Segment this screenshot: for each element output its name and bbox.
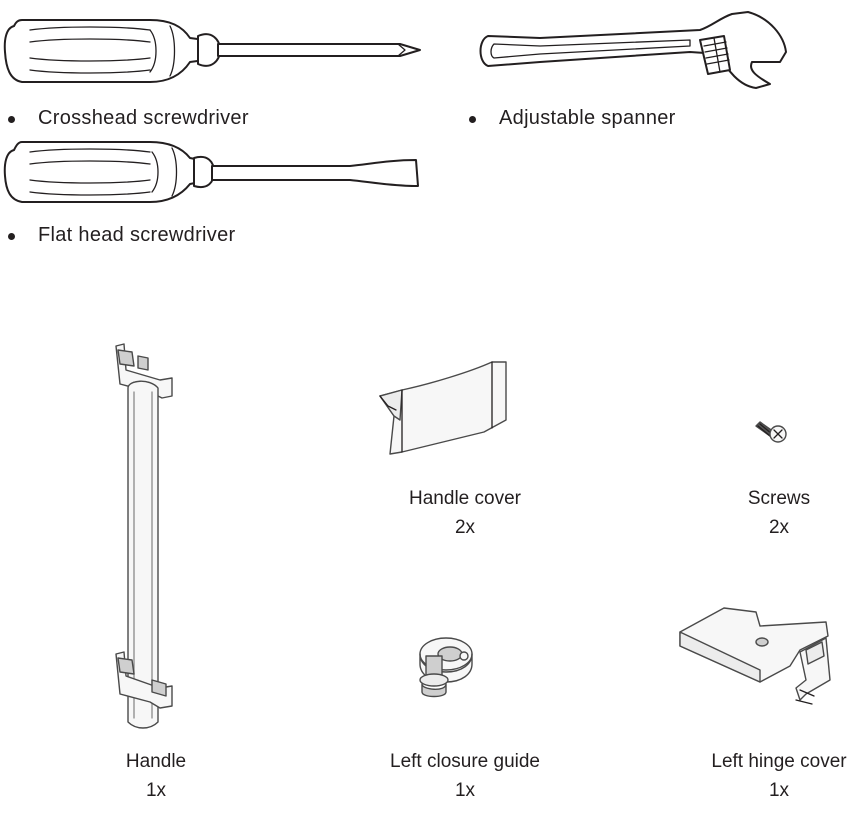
part-name-left-hinge-cover: Left hinge cover (711, 751, 847, 772)
tool-label-crosshead-screwdriver: Crosshead screwdriver (38, 107, 249, 129)
tool-label-flat-head-screwdriver: Flat head screwdriver (38, 224, 236, 246)
tool-label-adjustable-spanner: Adjustable spanner (499, 107, 676, 129)
part-name-screws: Screws (747, 488, 811, 509)
part-name-left-closure-guide: Left closure guide (390, 751, 540, 772)
part-qty-left-closure-guide: 1x (454, 780, 476, 801)
part-name-handle-cover: Handle cover (409, 488, 521, 509)
part-qty-handle-cover: 2x (454, 517, 476, 538)
bullet-icon (469, 116, 476, 123)
bullet-icon (8, 233, 15, 240)
part-qty-handle: 1x (145, 780, 167, 801)
bullet-icon (8, 116, 15, 123)
part-qty-screws: 2x (768, 517, 790, 538)
part-qty-left-hinge-cover: 1x (768, 780, 790, 801)
part-name-handle: Handle (125, 751, 187, 772)
